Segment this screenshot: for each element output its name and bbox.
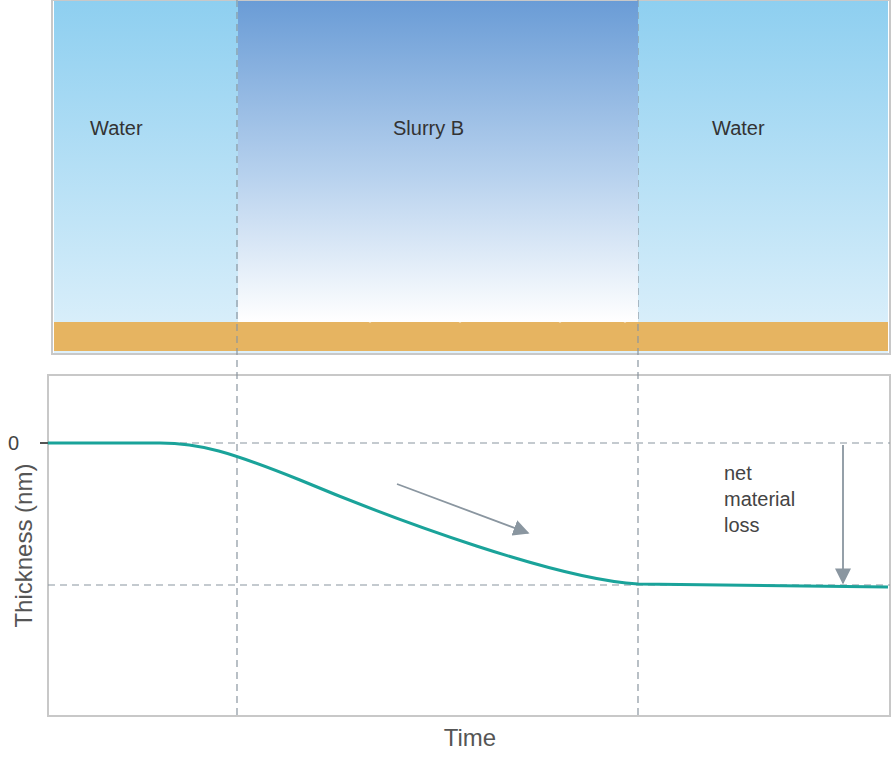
slurry-band: Slurry B [238,1,638,322]
loss-arrow [842,445,844,583]
thickness-curve [48,443,888,587]
axis-title: Thickness (nm) [8,464,39,628]
guide-lines [48,0,890,716]
annotation: net material loss [724,460,812,538]
band-label: Water [90,117,143,140]
band-label: Slurry B [393,117,464,140]
band-label: Water [712,117,765,140]
axis-value: 0 [8,430,19,456]
water-band: Water [54,1,237,322]
water-ground [54,1,888,353]
water-band: Water [639,1,888,328]
trend-arrow [397,484,528,533]
chart-frame [48,375,890,716]
substrate [54,322,888,351]
panel-frame [52,0,890,354]
axis-title: Time [444,722,496,753]
